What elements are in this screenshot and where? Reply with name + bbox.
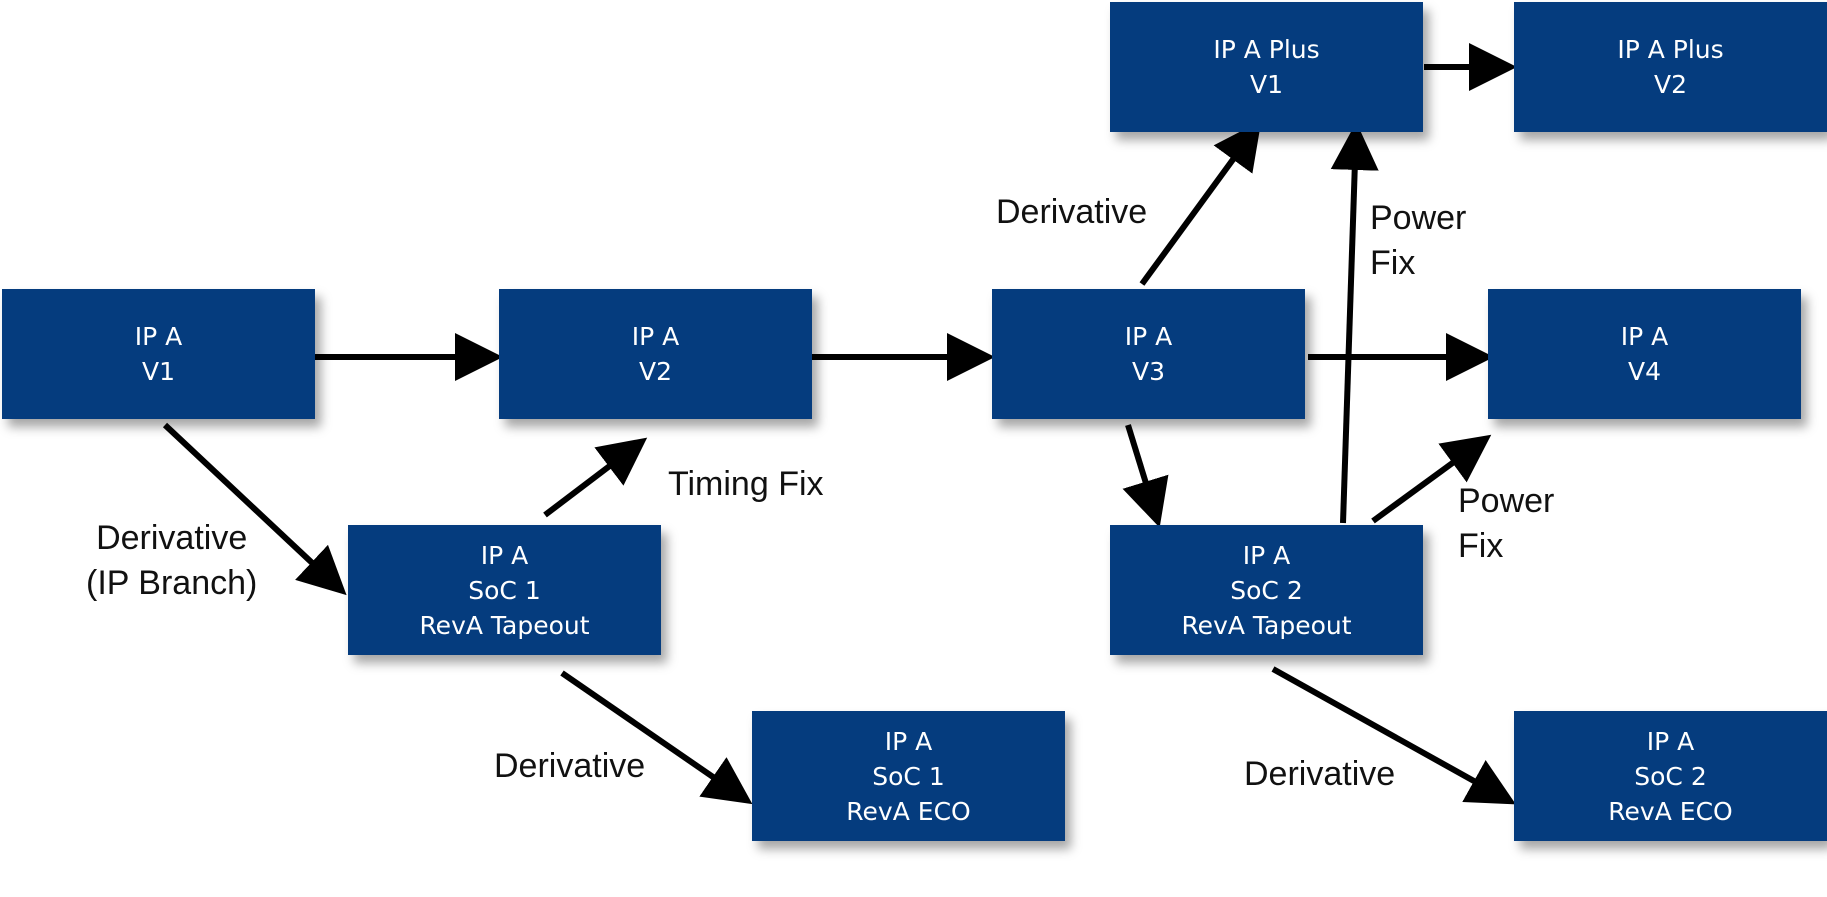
node-soc1-reva-eco: IP A SoC 1 RevA ECO: [752, 711, 1065, 841]
label-line: Fix: [1458, 527, 1504, 565]
node-ip-a-plus-v2: IP A Plus V2: [1514, 2, 1827, 132]
edge-v3-to-soc2-tapeout: [1122, 424, 1169, 528]
node-ip-a-v1: IP A V1: [2, 289, 315, 419]
node-line: V4: [1627, 357, 1661, 386]
node-line: IP A: [134, 322, 183, 351]
node-line: IP A: [1124, 322, 1173, 351]
node-ip-a-plus-v1: IP A Plus V1: [1110, 2, 1423, 132]
edge-soc2-tapeout-to-plus-v1: [1330, 122, 1379, 524]
node-line: SoC 1: [872, 761, 945, 791]
node-line: IP A: [1620, 322, 1669, 351]
label-line: Derivative: [1244, 755, 1396, 793]
edge-soc1-tapeout-to-soc1-eco: [560, 670, 753, 805]
node-line: V2: [1653, 70, 1687, 99]
node-ip-a-v3: IP A V3: [992, 289, 1305, 419]
label-power-fix-v4: Power Fix: [1458, 479, 1554, 569]
edge-v1-to-soc1-tapeout: [162, 422, 347, 596]
edge-soc1-tapeout-to-v2: [543, 437, 648, 518]
label-line: Power: [1458, 482, 1555, 520]
node-line: IP A: [1646, 726, 1695, 756]
node-line: IP A: [631, 322, 680, 351]
label-line: Derivative: [996, 193, 1148, 231]
label-timing-fix: Timing Fix: [668, 462, 824, 507]
label-derivative-plus: Derivative: [996, 190, 1147, 235]
node-soc2-reva-tapeout: IP A SoC 2 RevA Tapeout: [1110, 525, 1423, 655]
node-soc2-reva-eco: IP A SoC 2 RevA ECO: [1514, 711, 1827, 841]
label-line: Derivative: [96, 519, 248, 557]
node-line: RevA ECO: [846, 796, 971, 826]
edge-soc2-tapeout-to-v4: [1371, 434, 1492, 524]
node-line: V1: [1249, 70, 1283, 99]
node-ip-a-v4: IP A V4: [1488, 289, 1801, 419]
node-line: IP A Plus: [1213, 35, 1320, 64]
label-line: Power: [1370, 199, 1467, 237]
node-line: IP A: [1242, 540, 1291, 570]
node-line: SoC 2: [1230, 575, 1303, 605]
node-line: SoC 1: [468, 575, 541, 605]
label-derivative-soc2-eco: Derivative: [1244, 752, 1395, 797]
node-ip-a-v2: IP A V2: [499, 289, 812, 419]
node-line: RevA ECO: [1608, 796, 1733, 826]
label-line: (IP Branch): [86, 564, 258, 602]
node-line: RevA Tapeout: [1181, 610, 1352, 640]
label-line: Timing Fix: [668, 465, 824, 503]
label-line: Derivative: [494, 747, 646, 785]
label-line: Fix: [1370, 244, 1416, 282]
edge-soc2-tapeout-to-soc2-eco: [1271, 666, 1516, 805]
node-soc1-reva-tapeout: IP A SoC 1 RevA Tapeout: [348, 525, 661, 655]
label-power-fix-plus: Power Fix: [1370, 196, 1466, 286]
node-line: RevA Tapeout: [419, 610, 590, 640]
node-line: SoC 2: [1634, 761, 1707, 791]
label-derivative-soc1-eco: Derivative: [494, 744, 645, 789]
node-line: V1: [141, 357, 175, 386]
node-line: IP A: [884, 726, 933, 756]
label-derivative-ip-branch: Derivative (IP Branch): [86, 516, 257, 606]
node-line: IP A: [480, 540, 529, 570]
node-line: IP A Plus: [1617, 35, 1724, 64]
node-line: V3: [1131, 357, 1165, 386]
edge-v3-to-plus-v1: [1139, 120, 1262, 286]
node-line: V2: [638, 357, 672, 386]
